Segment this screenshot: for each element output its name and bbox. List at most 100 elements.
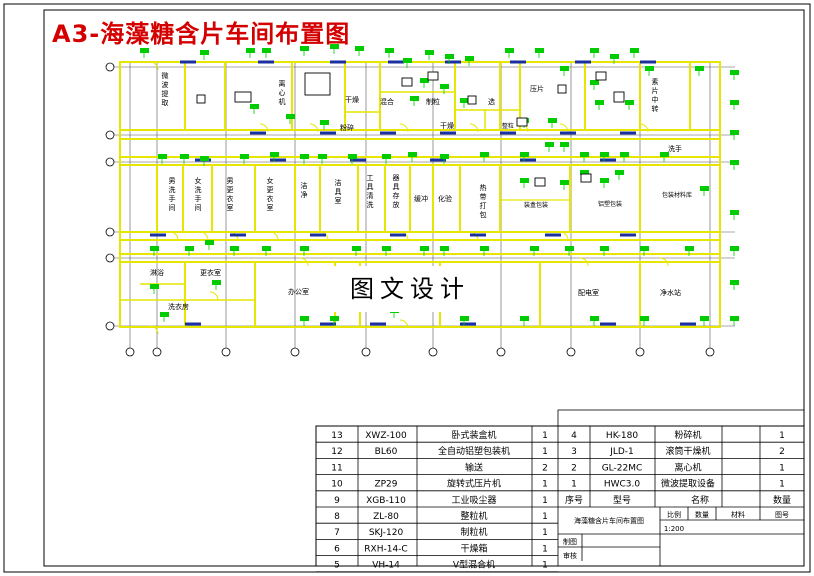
table-cell: 制粒机 — [460, 526, 487, 538]
room-label: 洁净 — [301, 181, 308, 199]
title-block-label: 审核 — [563, 551, 577, 560]
room-label: 洗手 — [668, 144, 682, 153]
equipment-tag — [440, 154, 449, 159]
equipment-tag — [600, 152, 609, 157]
door-swing — [639, 123, 649, 133]
equipment-tag — [730, 100, 739, 105]
svg-text:清: 清 — [367, 191, 374, 200]
table-header: 数量 — [773, 494, 791, 506]
equipment-tag — [230, 246, 239, 251]
svg-text:波: 波 — [162, 80, 169, 89]
table-cell: 1 — [779, 431, 785, 441]
title-block-label: 比例 — [667, 510, 681, 519]
door-swing — [399, 319, 409, 329]
table-cell: 4 — [571, 431, 577, 441]
equipment-tag — [700, 316, 709, 321]
equipment-tag — [445, 54, 454, 59]
table-cell: 9 — [334, 496, 340, 506]
svg-text:提: 提 — [162, 89, 169, 98]
door-swing — [169, 231, 179, 241]
door-marker — [320, 131, 336, 135]
watermark: 图文设计 — [330, 266, 490, 312]
equipment-tag — [615, 170, 624, 175]
table-cell: XWZ-100 — [365, 431, 407, 441]
door-swing — [469, 123, 479, 133]
door-swing — [659, 257, 669, 267]
equipment-tag — [205, 240, 214, 245]
svg-text:素: 素 — [652, 77, 659, 86]
table-cell: ZP29 — [374, 480, 397, 490]
table-cell: 1 — [571, 480, 577, 490]
table-cell: 2 — [571, 463, 577, 473]
svg-text:工: 工 — [367, 174, 374, 182]
svg-text:衣: 衣 — [227, 194, 234, 203]
equipment-box — [613, 91, 625, 103]
door-swing — [299, 257, 309, 267]
equipment-tag — [140, 48, 149, 53]
equipment-tag — [640, 246, 649, 251]
table-cell: 8 — [334, 512, 340, 522]
svg-text:放: 放 — [393, 200, 400, 209]
room-label: 缓冲 — [414, 194, 428, 203]
door-marker — [460, 322, 476, 326]
table-cell: 1 — [542, 544, 548, 554]
equipment-tag — [382, 246, 391, 251]
table-cell: HK-180 — [606, 431, 638, 441]
room-label: 办公室 — [288, 287, 309, 296]
equipment-tag — [320, 120, 329, 125]
equipment-tag — [595, 100, 604, 105]
equipment-tag — [730, 246, 739, 251]
equipment-tag — [565, 246, 574, 251]
svg-text:室: 室 — [335, 196, 342, 205]
equipment-tag — [695, 66, 704, 71]
svg-text:手: 手 — [169, 194, 176, 203]
table-cell: 离心机 — [674, 461, 701, 473]
door-marker — [370, 322, 386, 326]
title-block-scale: 1:200 — [664, 525, 684, 533]
axis-bubble — [105, 130, 115, 140]
svg-text:净: 净 — [301, 190, 308, 199]
equipment-tag — [520, 152, 529, 157]
table-header: 型号 — [613, 495, 631, 506]
equipment-tag — [730, 316, 739, 321]
room-label: 压片 — [530, 84, 544, 93]
door-marker — [310, 233, 326, 237]
table-cell: GL-22MC — [602, 463, 643, 473]
svg-text:片: 片 — [652, 86, 659, 95]
svg-text:洗: 洗 — [195, 185, 202, 194]
equipment-box — [534, 177, 546, 187]
equipment-tag — [240, 154, 249, 159]
axis-bubble — [290, 347, 300, 357]
equipment-tag — [160, 312, 169, 317]
door-swing — [579, 257, 589, 267]
door-swing — [149, 325, 159, 335]
building-outline — [119, 61, 721, 328]
equipment-tag — [352, 246, 361, 251]
equipment-tag — [560, 142, 569, 147]
equipment-tag — [440, 246, 449, 251]
equipment-tag — [300, 46, 309, 51]
table-cell: 5 — [334, 561, 340, 571]
table-cell: 卧式装盒机 — [451, 429, 496, 441]
equipment-tag — [300, 154, 309, 159]
room-label: 包装材料库 — [662, 191, 692, 199]
equipment-tag — [700, 186, 709, 191]
equipment-tag — [480, 246, 489, 251]
table-cell: 整粒机 — [460, 510, 487, 522]
equipment-tag — [685, 246, 694, 251]
equipment-tag — [600, 178, 609, 183]
room-label: 装盒包装 — [524, 201, 548, 209]
room-label: 配电室 — [578, 288, 599, 297]
door-marker — [510, 60, 526, 64]
table-cell: RXH-14-C — [364, 544, 407, 554]
table-cell: 1 — [542, 480, 548, 490]
equipment-tag — [420, 78, 429, 83]
room-label: 制粒 — [426, 97, 440, 106]
equipment-tag — [590, 316, 599, 321]
svg-text:洗: 洗 — [169, 185, 176, 194]
equipment-tag — [730, 160, 739, 165]
room-label: 混合 — [380, 97, 394, 106]
svg-text:男: 男 — [169, 177, 176, 185]
